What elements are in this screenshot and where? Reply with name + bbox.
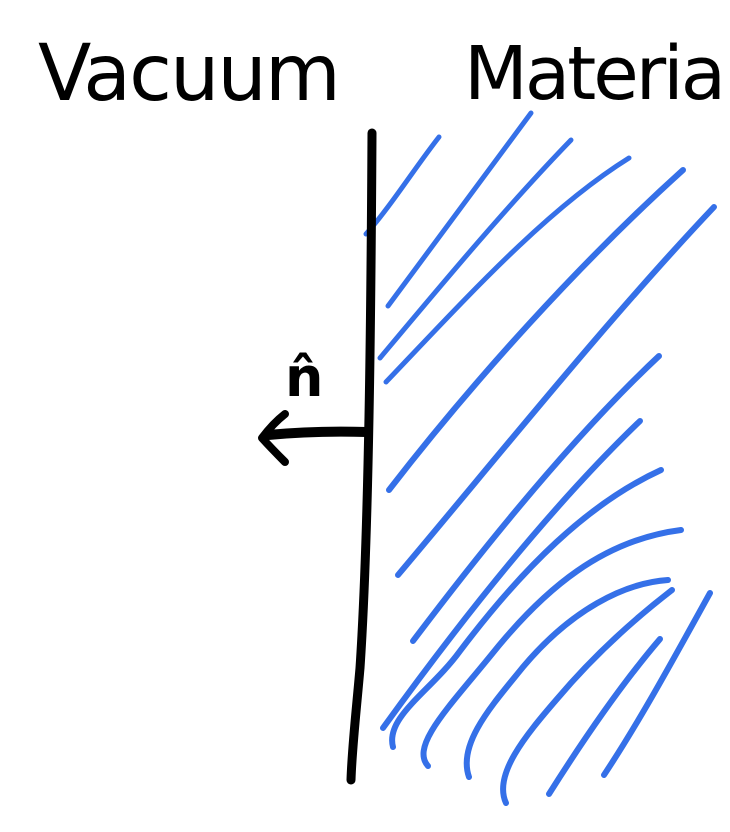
material-hatch-line [546, 636, 663, 797]
material-hatch-line [380, 418, 643, 731]
interface-boundary-line [346, 128, 377, 785]
normal-vector-label: n̂ [285, 346, 323, 409]
material-hatch-line [363, 134, 442, 237]
material-hatch-line [601, 590, 713, 778]
material-hatch-line [383, 155, 632, 385]
material-hatch-line [377, 137, 574, 361]
material-region-hatching [363, 110, 717, 806]
material-hatch-line [385, 110, 534, 309]
material-hatch-line [389, 467, 664, 750]
material-hatch-line [500, 587, 675, 806]
material-hatch-line [395, 204, 717, 578]
vacuum-label: Vacuum [38, 29, 339, 119]
material-hatch-line [386, 167, 686, 493]
material-label: Material [464, 31, 730, 117]
material-hatch-line [463, 577, 671, 780]
material-hatch-line [410, 353, 662, 644]
left-arrow-icon [258, 410, 372, 466]
material-hatch-line [420, 527, 684, 769]
